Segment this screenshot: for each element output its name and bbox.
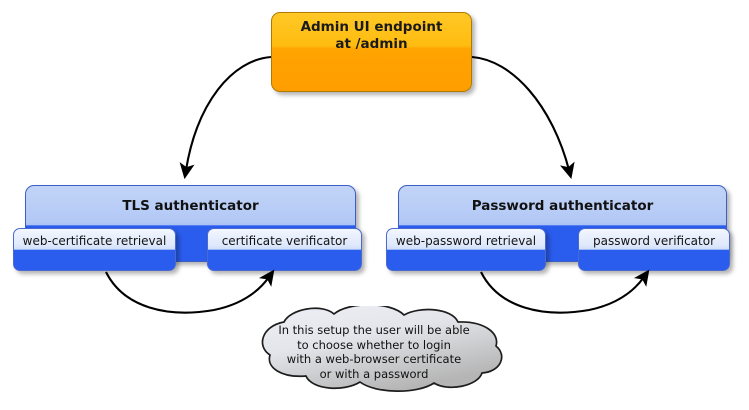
component-certificate-verificator[interactable]: certificate verificator <box>207 228 362 271</box>
component-web-certificate-retrieval[interactable]: web-certificate retrieval <box>13 228 176 271</box>
note-line-3: with a web-browser certificate <box>286 352 462 366</box>
note-line-4: or with a password <box>319 366 429 381</box>
package-tls-authenticator-title: TLS authenticator <box>26 186 355 226</box>
component-password-verificator[interactable]: password verificator <box>578 228 730 271</box>
package-password-authenticator-title: Password authenticator <box>399 186 726 226</box>
admin-ui-endpoint-title-line1: Admin UI endpoint <box>300 18 443 35</box>
note-cloud-text: In this setup the user will be able to c… <box>238 323 510 381</box>
component-web-password-retrieval[interactable]: web-password retrieval <box>386 228 546 271</box>
arrow-endpoint-to-tls <box>179 55 272 180</box>
component-web-certificate-retrieval-label: web-certificate retrieval <box>14 229 175 252</box>
admin-ui-endpoint-node[interactable]: Admin UI endpoint at /admin <box>271 12 472 92</box>
arrow-endpoint-to-password <box>471 55 575 179</box>
note-cloud[interactable]: In this setup the user will be able to c… <box>238 306 510 392</box>
component-web-password-retrieval-label-text: web-password retrieval <box>395 233 537 248</box>
component-web-certificate-retrieval-label-text: web-certificate retrieval <box>22 233 167 248</box>
component-password-verificator-label-text: password verificator <box>592 233 716 248</box>
note-line-1: In this setup the user will be able <box>278 323 470 337</box>
note-line-2: to choose whether to login <box>297 337 451 352</box>
component-password-verificator-label: password verificator <box>579 229 729 252</box>
package-password-authenticator-title-text: Password authenticator <box>471 198 654 214</box>
admin-ui-endpoint-title: Admin UI endpoint at /admin <box>272 13 471 58</box>
component-certificate-verificator-label-text: certificate verificator <box>221 233 348 248</box>
admin-ui-endpoint-title-line2: at /admin <box>335 35 408 52</box>
package-tls-authenticator-title-text: TLS authenticator <box>122 198 259 214</box>
note-cloud-shape <box>261 306 503 392</box>
component-web-password-retrieval-label: web-password retrieval <box>387 229 545 252</box>
component-certificate-verificator-label: certificate verificator <box>208 229 361 252</box>
